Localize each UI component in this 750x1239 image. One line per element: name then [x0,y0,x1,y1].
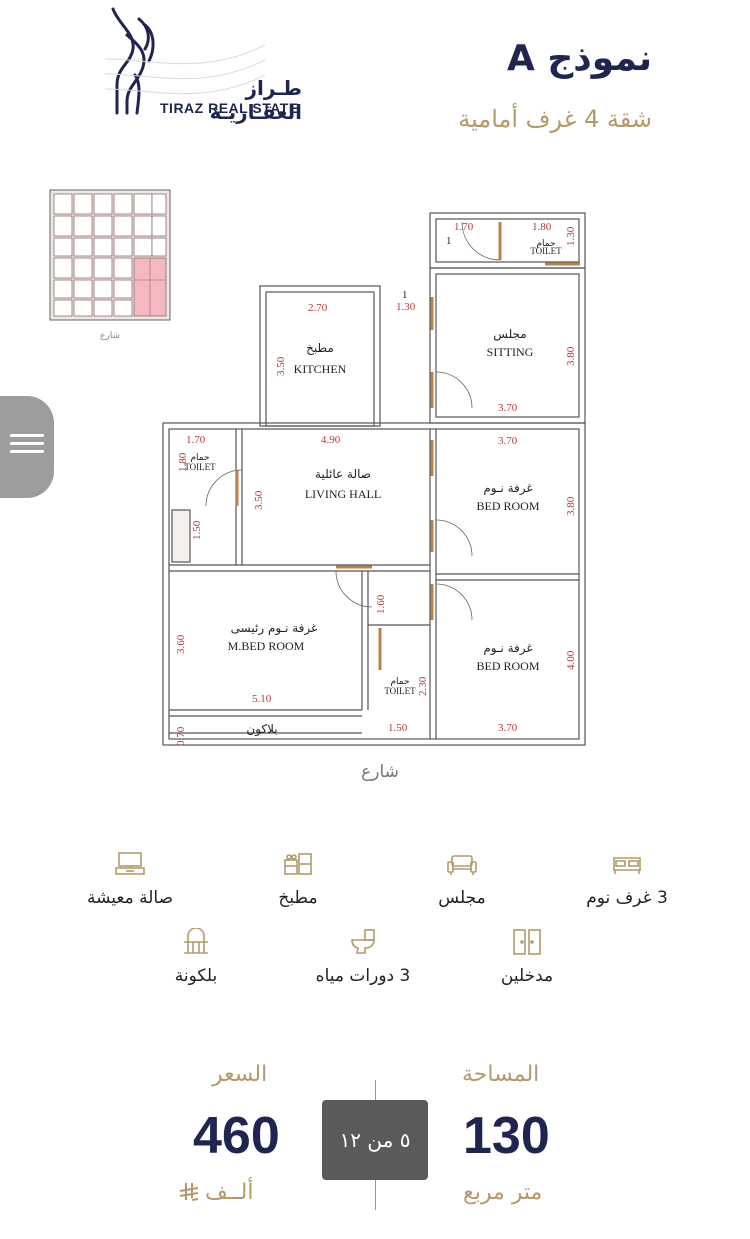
dim-label: 1.70 [454,221,474,233]
room-label-bed2-en: BED ROOM [476,659,539,673]
page-indicator[interactable]: ٥ من ١٢ [322,1100,428,1180]
feature-living: صالة معيشة [50,850,210,908]
door-number: 1 [402,289,408,301]
dim-label: 1.70 [186,434,206,446]
price-unit: ألــف [205,1180,254,1205]
dim-label: 3.80 [565,346,577,366]
room-label-mbed-ar: غرفة نـوم رئيسى [231,621,318,636]
feature-label: مجلس [438,888,486,908]
area-label: المساحة [462,1062,540,1087]
feature-bathrooms: 3 دورات مياه [283,928,443,986]
bed-icon [613,857,641,874]
dim-label: 2.70 [308,302,328,314]
door-number: 1 [446,235,452,247]
tv-icon [115,852,145,875]
room-label-sitting-ar: مجلس [493,327,526,342]
feature-sitting: مجلس [382,850,542,908]
dim-label: 1.50 [388,722,408,734]
menu-icon [10,450,44,453]
room-label-toilet-en: TOILET [184,462,216,472]
feature-label: بلكونة [174,966,218,986]
room-label-bed1-en: BED ROOM [476,499,539,513]
dim-label: 2.30 [417,676,429,696]
mini-street-label: شارع [100,331,120,341]
room-label-toilet-en: TOILET [530,246,562,256]
room-label-toilet-ar: حمام [536,239,555,249]
feature-balcony: بلكونة [116,928,276,986]
room-label-living-ar: صالة عائلية [315,467,371,481]
kitchen-icon [284,853,312,875]
floor-plan: شارع [49,189,586,782]
room-label-sitting-en: SITTING [487,345,534,359]
menu-icon [10,442,44,445]
model-subtitle: شقة 4 غرف أمامية [458,105,652,133]
room-label-bed2-ar: غرفة نـوم [483,641,532,656]
feature-label: صالة معيشة [86,888,174,908]
area-value: 130 [463,1107,550,1165]
balcony-icon [184,928,208,954]
toilet-icon [351,929,375,954]
riyal-icon [179,1183,199,1201]
dim-label: 0.70 [175,726,187,746]
room-label-toilet-ar: حمام [190,453,209,463]
room-label-toilet-en: TOILET [384,686,416,696]
feature-label: 3 دورات مياه [315,966,411,986]
sofa-icon [447,855,477,875]
dim-label: 1.30 [396,301,416,313]
dim-label: 3.70 [498,402,518,414]
dim-label: 4.90 [321,434,341,446]
brand-name-ar: طـراز العقـاريـة [209,76,302,124]
model-title: نموذج A [506,38,652,79]
brand-logo [105,7,266,115]
dim-label: 3.70 [498,435,518,447]
plan-walls [162,212,586,746]
price-label: السعر [212,1062,268,1087]
room-label-kitchen-ar: مطبخ [306,341,334,355]
room-label-bed1-ar: غرفة نـوم [483,481,532,496]
area-unit: متر مربع [463,1180,543,1205]
dim-label: 3.60 [175,634,187,654]
feature-label: 3 غرف نوم [586,888,668,908]
dim-label: 3.50 [275,356,287,376]
feature-entrances: مدخلين [447,928,607,986]
room-label-balcony: بلاكون [246,722,277,737]
dim-label: 5.10 [252,693,272,705]
room-label-living-en: LIVING HALL [305,487,381,501]
dim-label: 1.80 [532,221,552,233]
dim-label: 1.30 [565,226,577,246]
plan-doors [235,222,580,670]
feature-kitchen: مطبخ [218,850,378,908]
room-label-toilet-ar: حمام [390,677,409,687]
feature-label: مدخلين [500,966,554,986]
room-label-kitchen-en: KITCHEN [294,362,347,376]
brand-name-en: TIRAZ REAL STATE [160,100,299,116]
price-value: 460 [193,1107,280,1165]
menu-button[interactable] [0,396,54,498]
menu-icon [10,434,44,437]
dim-label: 3.50 [253,490,265,510]
feature-label: مطبخ [278,888,318,908]
dim-label: 3.70 [498,722,518,734]
dim-label: 4.00 [565,650,577,670]
mini-building-plan: شارع [49,189,171,341]
doors-icon [513,929,541,955]
feature-bedrooms: 3 غرف نوم [547,850,707,908]
dim-label: 1.60 [375,594,387,614]
dim-label: 1.50 [191,520,203,540]
dim-label: 3.80 [565,496,577,516]
room-label-mbed-en: M.BED ROOM [228,639,305,653]
street-label: شارع [361,762,399,782]
dim-label: 1.80 [177,452,189,472]
